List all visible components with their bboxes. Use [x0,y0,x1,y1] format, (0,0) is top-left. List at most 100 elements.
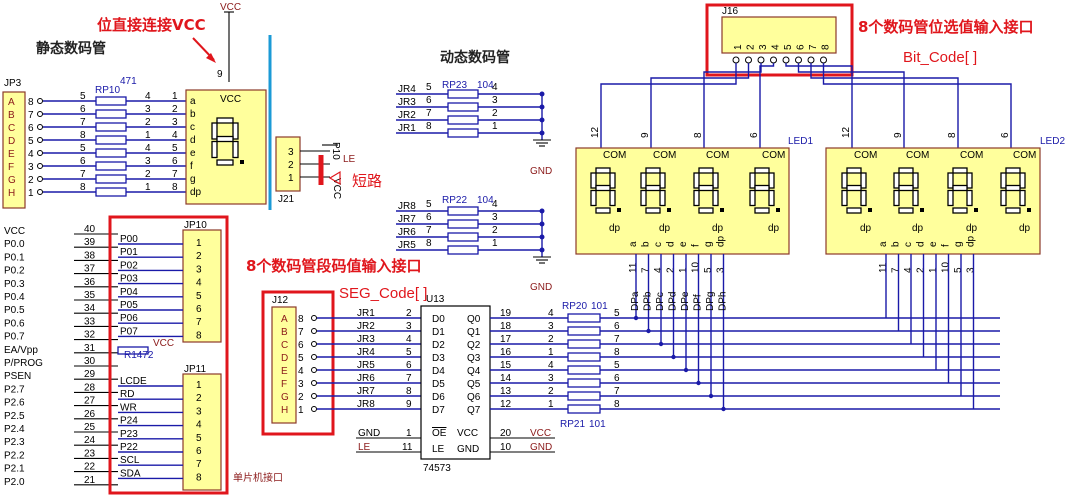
j12-letter-A: A [281,314,288,325]
jp11-rows-pin-0: 1 [196,380,202,391]
mcu-num-19: 21 [84,475,96,486]
jp3-pin-4: 4 [28,149,34,160]
jr-top-r-2: 2 [492,108,498,119]
led-l1-pin-a: a [628,241,639,247]
rp-res-7 [567,404,601,414]
led-digit-7 [1000,167,1031,214]
jp3-letter-B: B [8,110,15,121]
j12-letter-C: C [281,340,288,351]
led-digit-7-seg-b [1019,172,1026,189]
led-digit-2-seg-d [698,207,714,214]
led-digit-0 [590,167,621,214]
mcu-num-16: 24 [84,435,96,446]
led-l2-num-6: 5 [953,267,964,273]
led-digit-1-seg-d [645,207,661,214]
jr-top-res-1 [447,102,479,112]
led-digit-1-seg-c [659,189,666,207]
rp-r-0: 5 [614,308,620,319]
jp10-rows-net-3: P03 [120,274,138,285]
jp11-rows-pin-2: 3 [196,406,202,417]
led-digit-6-seg-e [947,189,954,207]
mcu-pin-15: P2.4 [4,424,25,435]
led-l1-num-0: 11 [628,262,639,273]
rp10-ra-5: 3 [145,156,151,167]
jr-bot-r-0: 4 [492,199,498,210]
jp10-rows-pin-0: 1 [196,238,202,249]
mcu-num-4: 36 [84,277,96,288]
jp3-pad-7 [37,189,43,195]
rp10-rb-4: 5 [172,143,178,154]
mcu-pin-13: P2.6 [4,398,25,409]
rp10-rb-2: 3 [172,117,178,128]
led-l1-pin-g: g [703,241,714,247]
led2-module [825,147,1041,255]
u13-chip [420,305,491,460]
mcu-num-14: 26 [84,409,96,420]
rp-l-0: 4 [548,308,554,319]
jr-top-res-3 [447,128,479,138]
static-digit-glyph-seg-b [232,122,239,140]
led-digit-1-seg-e [640,189,647,207]
led-digit-1-seg-g [645,184,661,192]
led-digit-4-seg-b [860,172,867,189]
j16-pad-2 [745,56,752,64]
u13-q-4: Q4 [467,366,481,377]
u13-in-5: 7 [406,373,412,384]
dp-label-0: dp [609,223,621,234]
j12-pad-2 [311,341,317,347]
rp-res-5 [567,378,601,388]
jr-top-net-3: JR1 [398,123,416,134]
rp10-l-2: 7 [80,117,86,128]
bit-wire-3 [759,63,775,148]
com-label-0: COM [603,150,626,161]
jr-bot-res-2 [447,232,479,242]
j12-net-6: JR7 [357,386,375,397]
led-l1-num-2: 4 [653,267,664,273]
rp10-rb-0: 1 [172,91,178,102]
bit-wire-6 [810,63,959,148]
led-digit-4-seg-e [841,189,848,207]
jp11-rows-net-0: LCDE [120,376,147,387]
rp-res-6 [567,391,601,401]
led-digit-4-seg-c [860,189,867,207]
led-digit-4-seg-d [846,207,862,214]
dp-net-6: DPg [705,292,716,311]
seg-code: SEG_Code[ ] [339,285,427,302]
dp-net-5: DPf [693,294,704,311]
led-l2-num-2: 4 [903,267,914,273]
dp-net-4: DPe [680,291,691,311]
gnd-out-label: GND [530,442,552,453]
mcu-if-note: 单片机接口 [233,471,283,484]
jp11-rows-pin-5: 6 [196,446,202,457]
static-digit-glyph-seg-f [211,122,218,140]
jp10-rows-net-2: P02 [120,260,138,271]
mcu-pin-19: P2.0 [4,477,25,488]
le-label: LE [358,442,371,453]
led1-module [575,147,790,255]
mcu-pin-4: P0.3 [4,279,25,290]
mcu-pin-1: P0.0 [4,239,25,250]
jp11-label: JP11 [184,364,206,375]
j12-net-1: JR2 [357,321,375,332]
led-l1-num-6: 5 [703,267,714,273]
led-digit-3-seg-c [768,189,775,207]
j21-pin-2: 2 [288,160,294,171]
mcu-num-13: 27 [84,396,96,407]
jr-bot-r-2: 2 [492,225,498,236]
jr-top-l-1: 6 [426,95,432,106]
j16-label: J16 [722,6,739,17]
u13-q-5: Q5 [467,379,481,390]
led-l1-num-7: 3 [716,267,727,273]
dp-node-7 [721,406,726,412]
j12-pin-3: 5 [298,353,304,364]
u13-in-3: 5 [406,347,412,358]
rp10-value: 471 [120,76,137,87]
gnd-num: 10 [500,442,512,453]
j21-label: J21 [278,194,295,205]
rp-r-5: 6 [614,373,620,384]
